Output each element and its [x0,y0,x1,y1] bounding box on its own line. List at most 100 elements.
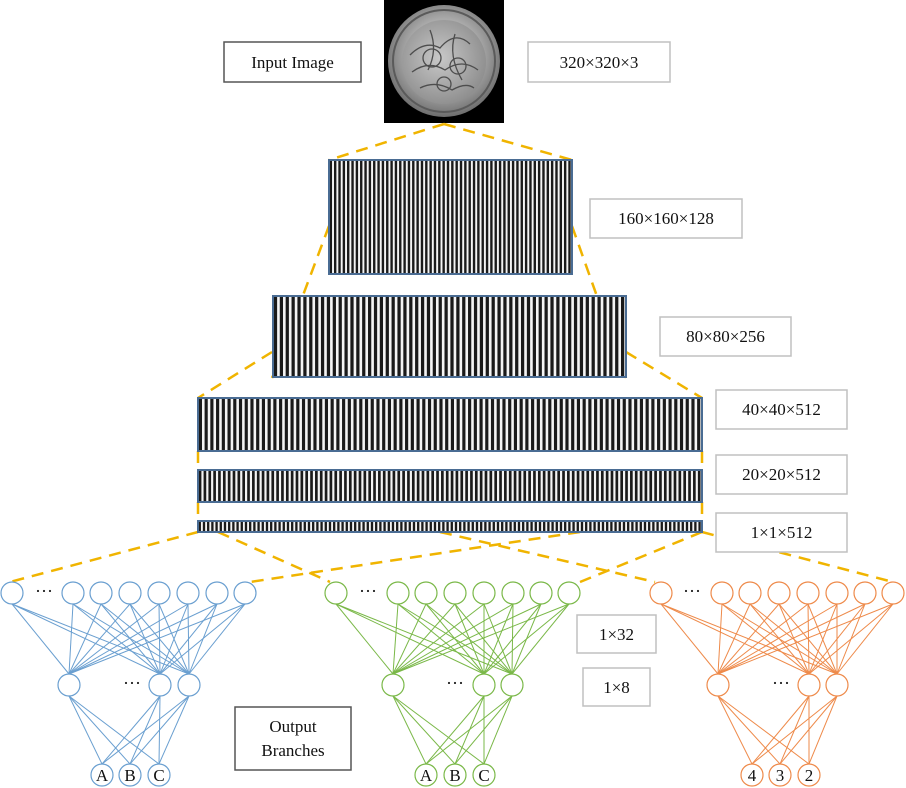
feature-map-stripe [244,521,248,532]
feature-map-stripe [391,296,395,377]
feature-map-stripe [324,521,327,532]
feature-map-stripe [407,160,411,274]
connection-line [392,695,456,765]
feature-map-stripe [567,470,570,502]
feature-map-stripe [533,160,536,274]
feature-map-stripe [282,521,285,532]
feature-map-stripe [236,521,239,532]
neuron-node [767,581,791,605]
feature-map-stripe [341,521,344,532]
feature-map-stripe [634,398,638,451]
dense-label-box-1: 1×32 [576,614,657,654]
feature-map-stripe [688,470,691,502]
feature-map-stripe [198,470,202,502]
connection-line [101,695,190,765]
feature-map-stripe [416,160,419,274]
feature-map-stripe [261,521,264,532]
feature-map-stripe [297,296,301,377]
feature-map-stripe [438,521,441,532]
feature-map-stripe [530,521,533,532]
connection-line [717,603,894,675]
output-branches-box: Output Branches [234,706,352,771]
feature-map-stripe [415,296,419,377]
feature-map-stripe [468,296,472,377]
feature-map-stripe [621,296,625,377]
feature-map-stripe [390,160,393,274]
feature-map-stripe [494,470,498,502]
feature-map-stripe [582,398,586,451]
neuron-node [706,673,730,697]
feature-map-stripe [247,470,250,502]
feature-map-stripe [221,398,225,451]
connection-line [129,603,161,675]
feature-map-stripe [433,521,437,532]
output-node [414,763,438,787]
feature-map-stripe [559,521,563,532]
feature-map-stripe [207,521,210,532]
connection-line [511,603,570,675]
feature-map-stripe [581,470,585,502]
feature-map-stripe [609,296,613,377]
feature-map-stripe [394,160,398,274]
feature-map-stripe [498,160,502,274]
feature-map-stripe [556,296,560,377]
connection-line [101,695,161,765]
feature-map-stripe [378,470,381,502]
output-label-line1: Output [269,717,317,736]
feature-map-stripe [477,160,480,274]
feature-map-stripe [591,296,595,377]
feature-map-stripe [678,470,682,502]
feature-map-stripe [303,521,306,532]
connection-line [807,603,810,675]
feature-map-stripe [525,398,529,451]
connection-line [397,603,485,675]
feature-map-stripe [572,521,575,532]
feature-map-stripe [387,398,392,451]
feature-map-stripe [492,521,495,532]
feature-map-stripe [508,398,512,451]
feature-map-stripe [605,398,609,451]
feature-map-stripe [460,470,464,502]
feature-map-stripe [652,521,655,532]
feature-map-stripe [526,296,531,377]
feature-map-stripe [420,160,424,274]
feature-map-stripe [616,398,621,451]
feature-map-stripe [267,398,271,451]
feature-map-stripe [485,160,489,274]
connection-line [425,695,485,765]
feature-map-stripe [211,521,214,532]
feature-map-stripe [634,470,638,502]
feature-map-stripe [344,296,348,377]
feature-map-stripe [429,521,432,532]
neuron-node [148,673,172,697]
feature-map-stripe [536,398,540,451]
feature-map-stripe [630,470,633,502]
feature-map-stripe [249,521,252,532]
output-node-label: 2 [805,766,814,785]
neuron-node [0,581,24,605]
feature-map-stripe [479,398,483,451]
feature-map-stripe [639,521,642,532]
feature-map-stripe [232,470,236,502]
feature-map-stripe [347,160,350,274]
feature-map-stripe [320,521,323,532]
feature-map-stripe [403,296,407,377]
feature-map-stripe [387,521,390,532]
feature-map-stripe [347,398,351,451]
feature-map-stripe [421,470,425,502]
feature-map-stripe [412,160,415,274]
feature-map-stripe [547,470,551,502]
feature-map-stripe [673,470,677,502]
feature-map-stripe [273,398,277,451]
feature-map-stripe [614,521,617,532]
feature-map-stripe [472,160,476,274]
connection-line [11,603,161,675]
feature-map-stripe [563,160,567,274]
feature-map-stripe [442,521,445,532]
feature-map-stripe [250,398,254,451]
connection-line [68,603,189,675]
feature-map-stripe [543,521,546,532]
feature-map-stripe [509,296,513,377]
feature-map-stripe [464,160,467,274]
